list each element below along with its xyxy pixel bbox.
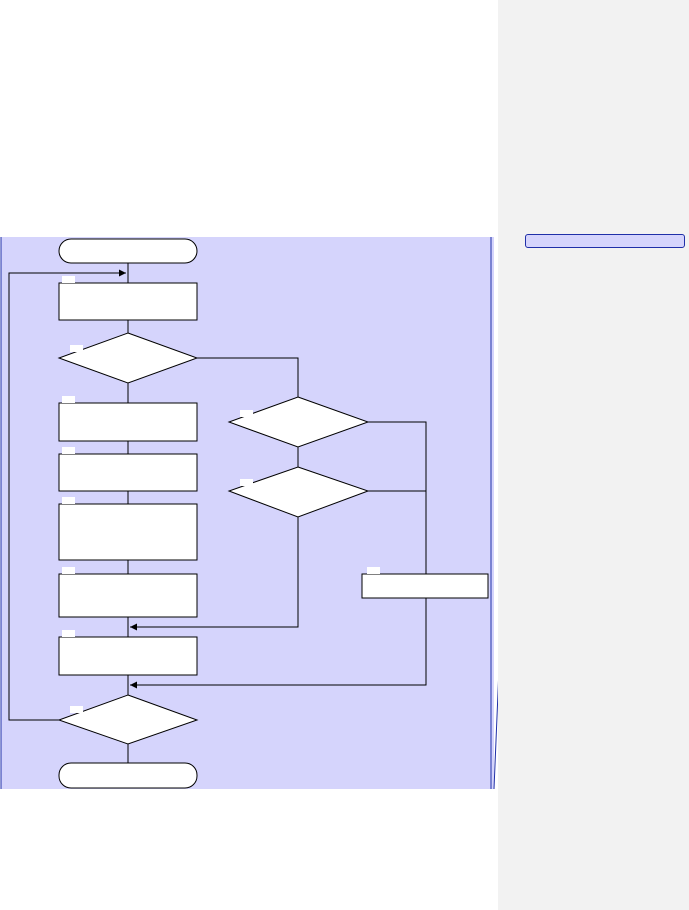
connector-loop-back <box>8 269 126 721</box>
comment-balloon[interactable] <box>525 234 685 248</box>
connector-decision1-decision2 <box>197 357 299 397</box>
flow-decision-2 <box>227 396 370 448</box>
connector-decision2-right <box>368 421 427 574</box>
flow-decision-loop <box>57 694 199 745</box>
flow-step-3 <box>58 447 198 492</box>
flow-connectors <box>8 263 427 763</box>
flow-step-2-tag <box>62 396 75 403</box>
flow-step-2 <box>58 396 198 442</box>
comment-pane <box>498 0 689 910</box>
flow-step-6 <box>58 630 198 676</box>
flow-step-4 <box>58 497 198 561</box>
flow-step-5 <box>58 567 198 618</box>
flow-decision-1-tag <box>70 345 83 352</box>
flow-step-1-tag <box>62 276 75 283</box>
flow-decision-loop-tag <box>70 706 83 713</box>
flow-step-4-tag <box>62 497 75 504</box>
connector-sidestep-merge <box>130 598 427 689</box>
connector-decision3-merge <box>130 517 299 631</box>
flow-decision-2-tag <box>240 410 253 417</box>
flow-step-6-tag <box>62 630 75 637</box>
flow-step-3-tag <box>62 447 75 454</box>
flow-side-step-tag <box>367 567 380 574</box>
flow-start <box>58 238 198 264</box>
flow-side-step <box>361 567 489 599</box>
flow-step-5-tag <box>62 567 75 574</box>
flow-step-1 <box>58 276 198 321</box>
flow-decision-1 <box>57 332 199 384</box>
flow-decision-3 <box>227 466 370 518</box>
flow-decision-3-tag <box>240 479 253 486</box>
flow-end <box>58 762 198 789</box>
